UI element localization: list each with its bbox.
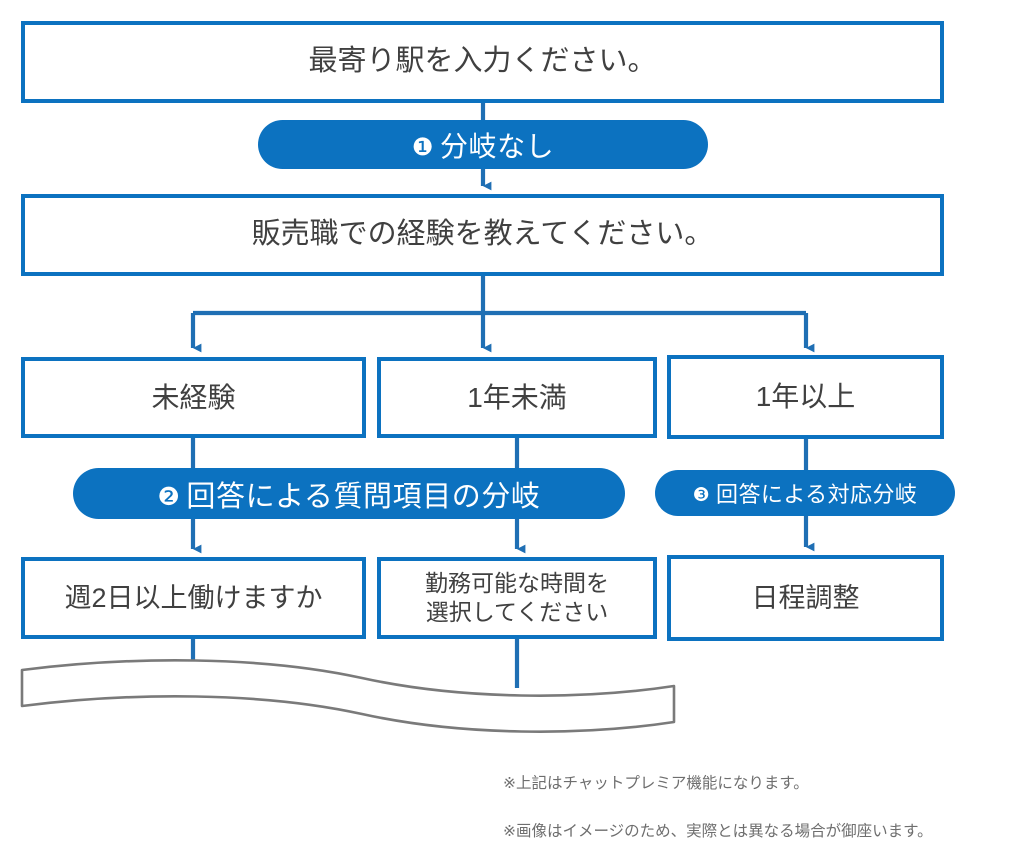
node-label: 1年未満: [467, 381, 567, 413]
node-label: 販売職での経験を教えてください。: [251, 218, 714, 251]
node-label: 週2日以上働けますか: [64, 582, 323, 613]
pill-label: 分岐なし: [439, 130, 555, 162]
node-answer-no-experience[interactable]: 未経験: [21, 357, 366, 438]
node-label: 未経験: [151, 381, 236, 413]
node-answer-over-1-year[interactable]: 1年以上: [667, 355, 944, 439]
pill-number-icon: ❶: [411, 133, 434, 161]
node-station-input[interactable]: 最寄り駅を入力ください。: [21, 21, 944, 103]
pill-label: 回答による質問項目の分岐: [186, 480, 541, 513]
node-label: 1年以上: [755, 381, 856, 413]
flowchart-canvas: 最寄り駅を入力ください。 販売職での経験を教えてください。 未経験 1年未満 1…: [20, 21, 955, 840]
node-label: 最寄り駅を入力ください。: [308, 45, 657, 78]
pill-label: 回答による対応分岐: [716, 482, 918, 507]
node-answer-under-1-year[interactable]: 1年未満: [377, 357, 657, 438]
pill-number-icon: ❷: [157, 482, 181, 511]
wavy-continuation-band: [20, 659, 676, 733]
node-question-available-hours[interactable]: 勤務可能な時間を 選択してください: [377, 557, 657, 639]
footnote-line-2: ※画像はイメージのため、実際とは異なる場合が御座います。: [503, 823, 933, 841]
node-schedule-adjustment[interactable]: 日程調整: [667, 555, 944, 641]
node-question-weekly-days[interactable]: 週2日以上働けますか: [21, 557, 366, 639]
node-sales-experience[interactable]: 販売職での経験を教えてください。: [21, 194, 944, 276]
footnote-line-1: ※上記はチャットプレミア機能になります。: [503, 775, 809, 793]
node-label: 勤務可能な時間を 選択してください: [425, 569, 609, 625]
pill-number-icon: ❸: [692, 485, 711, 506]
node-label: 日程調整: [751, 582, 860, 613]
footnote-block: ※上記はチャットプレミア機能になります。 ※画像はイメージのため、実際とは異なる…: [503, 748, 933, 868]
